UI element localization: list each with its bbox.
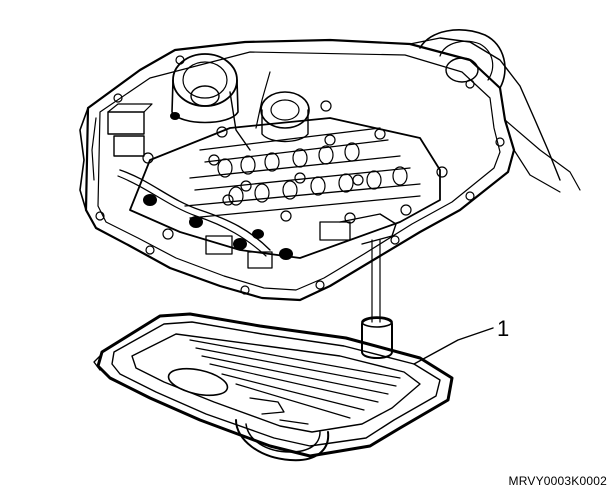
solenoid-housing: [107, 53, 310, 157]
callout-number-1: 1: [497, 316, 510, 341]
filter-alignment-guide: [371, 239, 381, 323]
transmission-case: [79, 29, 581, 302]
callout-leader-1: [413, 327, 494, 365]
valve-body: [117, 71, 448, 269]
figure-code: MRVY0003K0002: [508, 474, 607, 488]
oil-strainer: [93, 312, 454, 462]
